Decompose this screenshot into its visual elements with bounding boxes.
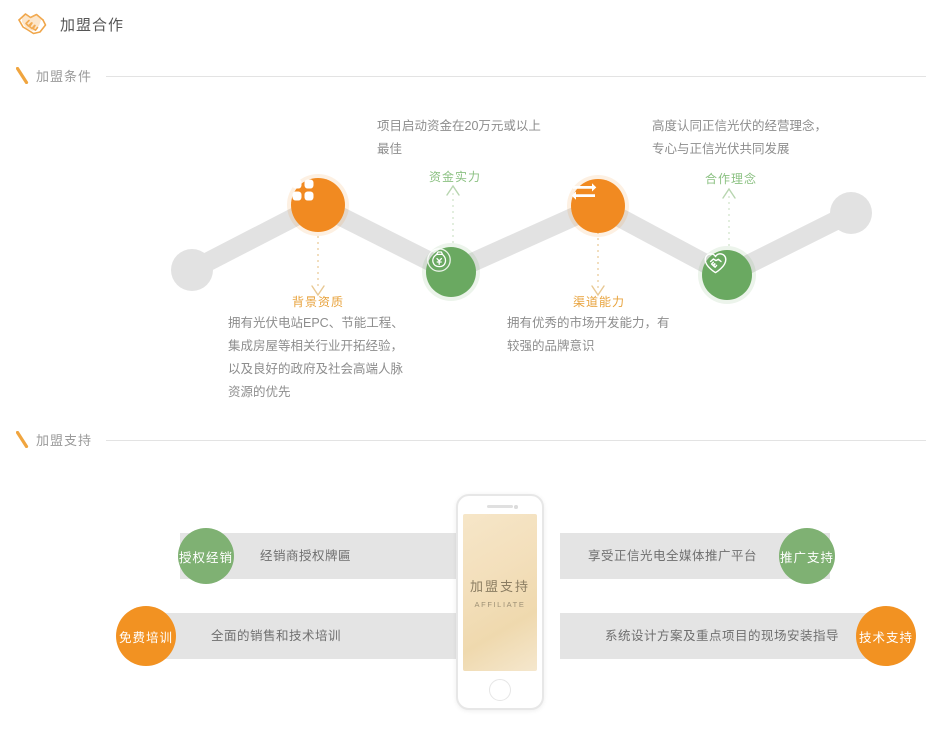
caption-background-qualification: 背景资质	[291, 295, 344, 309]
description-channel-line1: 拥有优秀的市场开发能力，有	[507, 316, 670, 330]
support-badge-authorized-dealer[interactable]: 授权经销	[178, 528, 234, 584]
top-text-philosophy-line2: 专心与正信光伏共同发展	[652, 142, 790, 156]
support-badge-label-4: 技术支持	[858, 630, 913, 645]
description-channel-line2: 较强的品牌意识	[507, 339, 595, 353]
section-header-support: 加盟支持	[16, 430, 926, 449]
page-title-text: 加盟合作	[60, 16, 125, 34]
phone-screen: 加盟支持 AFFILIATE	[463, 514, 537, 671]
phone-home-button[interactable]	[489, 679, 511, 701]
support-bar-left-2: 全面的销售和技术培训	[133, 613, 470, 659]
support-badge-label-3: 免费培训	[118, 630, 173, 645]
caption-cooperation-philosophy: 合作理念	[704, 172, 757, 186]
node-cooperation-philosophy[interactable]	[702, 250, 752, 300]
support-text-left-2: 全面的销售和技术培训	[211, 629, 342, 643]
node-background-qualification[interactable]	[291, 178, 345, 232]
phone-speaker	[487, 505, 513, 508]
slash-icon	[16, 67, 29, 84]
section-rule	[106, 76, 926, 77]
description-background-line2: 集成房屋等相关行业开拓经验，	[228, 339, 404, 353]
support-badge-promotion[interactable]: 推广支持	[779, 528, 835, 584]
top-text-capital-line1: 项目启动资金在20万元或以上	[377, 119, 541, 133]
node-channel-capability[interactable]	[571, 179, 625, 233]
support-badge-free-training[interactable]: 免费培训	[116, 606, 176, 666]
description-background: 拥有光伏电站EPC、节能工程、 集成房屋等相关行业开拓经验， 以及良好的政府及社…	[228, 312, 448, 404]
section-header-conditions: 加盟条件	[16, 66, 926, 85]
section-label-support: 加盟支持	[36, 433, 93, 448]
support-text-right-2: 系统设计方案及重点项目的现场安装指导	[605, 629, 840, 643]
end-dot-right	[830, 192, 872, 234]
phone-screen-subtitle: AFFILIATE	[474, 600, 526, 609]
description-background-line4: 资源的优先	[228, 385, 291, 399]
support-badge-label-2: 推广支持	[779, 550, 834, 565]
support-text-left-1: 经销商授权牌匾	[260, 549, 352, 563]
page-title: 加盟合作	[16, 8, 124, 40]
section-label-conditions: 加盟条件	[36, 69, 93, 84]
support-badge-technical-support[interactable]: 技术支持	[856, 606, 916, 666]
top-text-philosophy: 高度认同正信光伏的经营理念， 专心与正信光伏共同发展	[652, 115, 862, 161]
description-background-line3: 以及良好的政府及社会高端人脉	[228, 362, 404, 376]
slash-icon-support	[16, 431, 29, 448]
description-background-line1: 拥有光伏电站EPC、节能工程、	[228, 316, 404, 330]
phone-mockup: 加盟支持 AFFILIATE	[456, 494, 544, 710]
description-channel: 拥有优秀的市场开发能力，有 较强的品牌意识	[507, 312, 707, 358]
top-text-capital: 项目启动资金在20万元或以上 最佳	[377, 115, 577, 161]
caption-channel-capability: 渠道能力	[572, 295, 625, 309]
caption-capital-strength: 资金实力	[428, 170, 481, 184]
support-bar-right-2: 系统设计方案及重点项目的现场安装指导	[560, 613, 875, 659]
phone-screen-title: 加盟支持	[469, 579, 530, 594]
support-badge-label-1: 授权经销	[178, 550, 233, 565]
end-dot-left	[171, 249, 213, 291]
top-text-capital-line2: 最佳	[377, 142, 403, 156]
phone-camera	[514, 505, 518, 509]
support-diagram: 加盟支持 AFFILIATE 经销商授权牌匾 授权经销 享受正信光电全媒体推广平…	[0, 480, 946, 720]
handshake-icon	[16, 8, 50, 40]
section-rule-support	[106, 440, 926, 441]
conditions-zigzag-diagram: 背景资质 渠道能力 资金实力 合作理念 项目启动资金在20万元或以上 最佳 高度…	[0, 100, 946, 400]
support-text-right-1: 享受正信光电全媒体推广平台	[588, 549, 758, 563]
node-capital-strength[interactable]	[426, 247, 476, 297]
top-text-philosophy-line1: 高度认同正信光伏的经营理念，	[652, 119, 828, 133]
